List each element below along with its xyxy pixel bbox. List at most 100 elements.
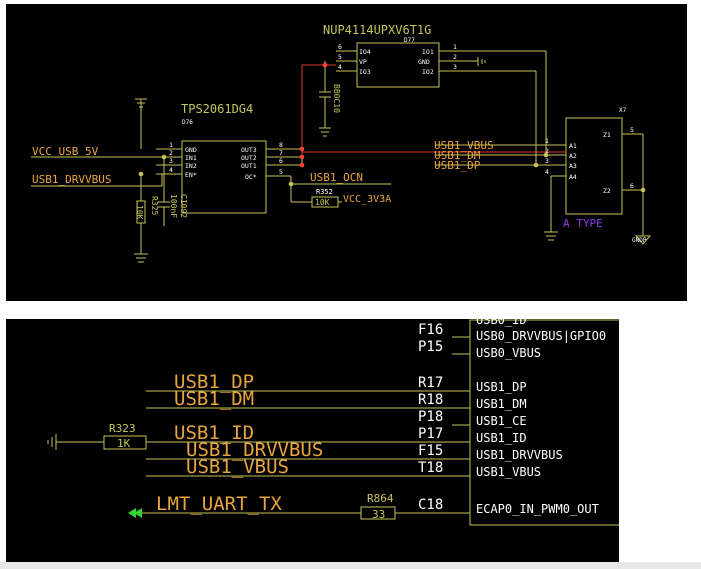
pin-usb0-vbus: USB0_VBUS bbox=[476, 346, 541, 360]
nup-pinnum-4: 4 bbox=[338, 63, 342, 71]
tps-pinnum-8: 8 bbox=[279, 141, 283, 149]
r323-value-label: 1K bbox=[117, 437, 131, 450]
nup4114-body bbox=[356, 42, 440, 88]
schematic-top-panel: TPS2061DG4 D76 NUP4114UPXV6T1G D77 X7 A … bbox=[6, 4, 687, 301]
net-usb1-vbus-top: USB1_VBUS bbox=[434, 139, 494, 152]
tps-pinnum-1: 1 bbox=[169, 141, 173, 149]
nup-ref-label: D77 bbox=[404, 37, 415, 44]
tps-pinnum-3: 3 bbox=[169, 157, 173, 165]
r352-ref-label: R352 bbox=[316, 188, 333, 196]
ball-t18: T18 bbox=[418, 460, 443, 476]
net-usb1-drvvbus-top: USB1_DRVVBUS bbox=[32, 173, 111, 186]
pin-usb0-drvvbus: USB0_DRVVBUS|GPIO0 bbox=[476, 329, 606, 343]
tps-pin-out3: OUT3 bbox=[241, 146, 257, 154]
conn-pinnum-1: 1 bbox=[545, 137, 549, 145]
conn-pin-a4: A4 bbox=[569, 173, 577, 181]
nup-pinnum-6: 6 bbox=[338, 43, 342, 51]
nup-part-label: NUP4114UPXV6T1G bbox=[323, 23, 431, 37]
tps2061-body bbox=[181, 140, 267, 214]
net-usb1-dp-top: USB1_DP bbox=[434, 159, 481, 172]
tps-pin-in2: IN2 bbox=[185, 162, 197, 170]
net-usb1-dm: USB1_DM bbox=[174, 388, 254, 410]
nup-pinnum-1: 1 bbox=[453, 43, 457, 51]
conn-pin-a2: A2 bbox=[569, 152, 577, 160]
ball-p17: P17 bbox=[418, 426, 443, 442]
pin-usb1-ce: USB1_CE bbox=[476, 414, 527, 428]
r864-ref-label: R864 bbox=[367, 492, 394, 505]
net-usb1-ocn: USB1_OCN bbox=[310, 171, 363, 184]
nup-pinnum-5: 5 bbox=[338, 53, 342, 61]
ball-p15: P15 bbox=[418, 339, 443, 355]
conn-pinnum-5: 5 bbox=[630, 126, 634, 134]
tps-part-label: TPS2061DG4 bbox=[181, 102, 253, 116]
conn-pin-a3: A3 bbox=[569, 162, 577, 170]
nup-pinnum-2: 2 bbox=[453, 53, 457, 61]
net-usb1-dm-top: USB1_DM bbox=[434, 149, 481, 162]
tps-pinnum-6: 6 bbox=[279, 157, 283, 165]
tps-pin-out1: OUT1 bbox=[241, 162, 257, 170]
nup-pinnum-3: 3 bbox=[453, 63, 457, 71]
nup-pin-io1: IO1 bbox=[422, 48, 434, 56]
soc-block bbox=[469, 319, 619, 526]
ball-p18: P18 bbox=[418, 409, 443, 425]
r864-value-label: 33 bbox=[372, 508, 385, 521]
conn-pinnum-3: 3 bbox=[545, 157, 549, 165]
net-usb1-dp: USB1_DP bbox=[174, 371, 254, 393]
tps-pinnum-4: 4 bbox=[169, 166, 173, 174]
nup-pin-io3: IO3 bbox=[359, 68, 371, 76]
tps-pin-oc: OC* bbox=[245, 173, 257, 181]
net-usb1-vbus: USB1_VBUS bbox=[186, 456, 289, 478]
conn-type-label: A TYPE bbox=[563, 217, 603, 230]
pin-usb1-dm: USB1_DM bbox=[476, 397, 527, 411]
conn-pinnum-4: 4 bbox=[545, 168, 549, 176]
nup-pin-gnd: GND bbox=[418, 58, 430, 66]
r325-value-label: 10K bbox=[135, 205, 144, 220]
ball-r18: R18 bbox=[418, 392, 443, 408]
c1092-value-label: 100nF bbox=[169, 194, 178, 218]
conn-pinnum-2: 2 bbox=[545, 147, 549, 155]
tps-pinnum-5: 5 bbox=[279, 168, 283, 176]
r323-ref-label: R323 bbox=[109, 422, 136, 435]
ball-r17: R17 bbox=[418, 375, 443, 391]
r325-ref-label: R325 bbox=[150, 196, 159, 215]
conn-pin-z1: Z1 bbox=[603, 131, 611, 139]
pin-ecap0: ECAP0_IN_PWM0_OUT bbox=[476, 502, 599, 516]
pin-usb1-dp: USB1_DP bbox=[476, 380, 527, 394]
ball-f15: F15 bbox=[418, 443, 443, 459]
nup-cap-label: BB0C10 bbox=[332, 84, 341, 113]
tps-pin-gnd: GND bbox=[185, 146, 197, 154]
net-usb1-id: USB1_ID bbox=[174, 422, 254, 444]
tps-ref-label: D76 bbox=[182, 119, 193, 126]
tps-pinnum-2: 2 bbox=[169, 149, 173, 157]
r352-value-label: 10K bbox=[315, 198, 330, 207]
c1092-ref-label: C1092 bbox=[179, 194, 188, 218]
conn-ref-label: X7 bbox=[619, 107, 627, 114]
net-lmt-uart-tx: LMT_UART_TX bbox=[156, 493, 282, 515]
pin-usb0-id: USB0_ID bbox=[476, 319, 527, 327]
ball-f16: F16 bbox=[418, 322, 443, 338]
net-vcc-usb-5v: VCC_USB_5V bbox=[32, 145, 99, 158]
conn-pin-z2: Z2 bbox=[603, 187, 611, 195]
pin-usb1-vbus: USB1_VBUS bbox=[476, 465, 541, 479]
nup-pin-io2: IO2 bbox=[422, 68, 434, 76]
nup-pin-vp: VP bbox=[359, 58, 367, 66]
tps-pin-out2: OUT2 bbox=[241, 154, 257, 162]
r864-body bbox=[360, 506, 396, 520]
schematic-bottom-panel: R323 1K R864 33 USB1_DP USB1_DM USB1_ID … bbox=[6, 319, 619, 562]
gndp-label: GNDP bbox=[632, 237, 647, 244]
net-usb1-drvvbus: USB1_DRVVBUS bbox=[186, 439, 323, 461]
tps-pin-in1: IN1 bbox=[185, 154, 197, 162]
r323-body bbox=[103, 435, 147, 450]
usb-connector-body bbox=[565, 117, 623, 215]
ball-c18: C18 bbox=[418, 497, 443, 513]
pin-usb1-id: USB1_ID bbox=[476, 431, 527, 445]
nup-pin-io4: IO4 bbox=[359, 48, 371, 56]
net-vcc-3v3a: VCC_3V3A bbox=[343, 194, 391, 205]
conn-pinnum-6: 6 bbox=[630, 182, 634, 190]
offpage-arrow-icon bbox=[128, 508, 142, 518]
pin-usb1-drvvbus: USB1_DRVVBUS bbox=[476, 448, 563, 462]
tps-pin-en: EN* bbox=[185, 171, 197, 179]
window-bottom-strip bbox=[0, 562, 701, 569]
conn-pin-a1: A1 bbox=[569, 142, 577, 150]
tps-pinnum-7: 7 bbox=[279, 149, 283, 157]
